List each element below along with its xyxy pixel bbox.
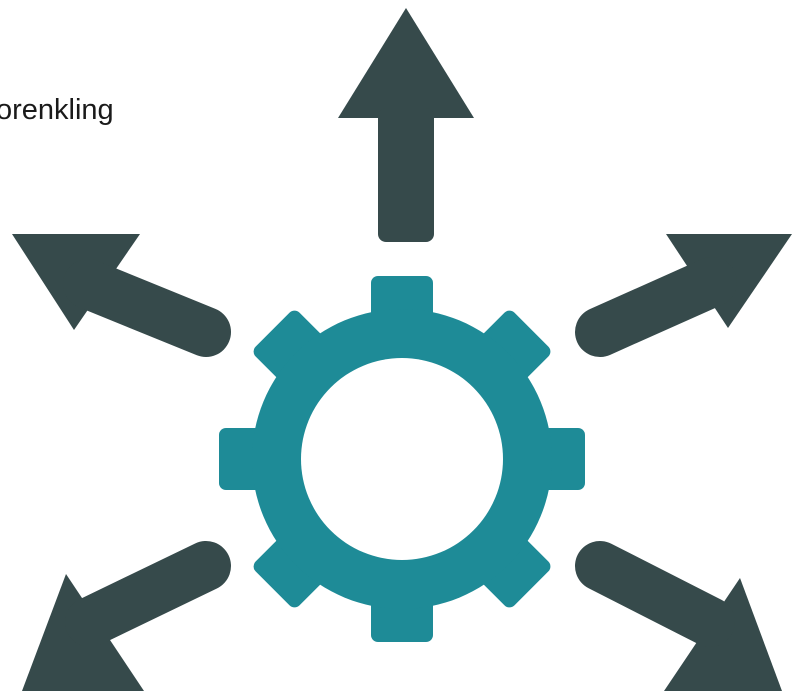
caption-text: orenkling	[0, 94, 114, 126]
arrow-down-left-icon	[22, 541, 231, 691]
arrow-down-right-icon	[575, 541, 782, 691]
arrow-up-icon	[338, 8, 474, 242]
arrow-up-right-icon	[575, 234, 792, 357]
gear-icon	[219, 276, 585, 642]
arrow-up-left-icon	[12, 234, 231, 357]
